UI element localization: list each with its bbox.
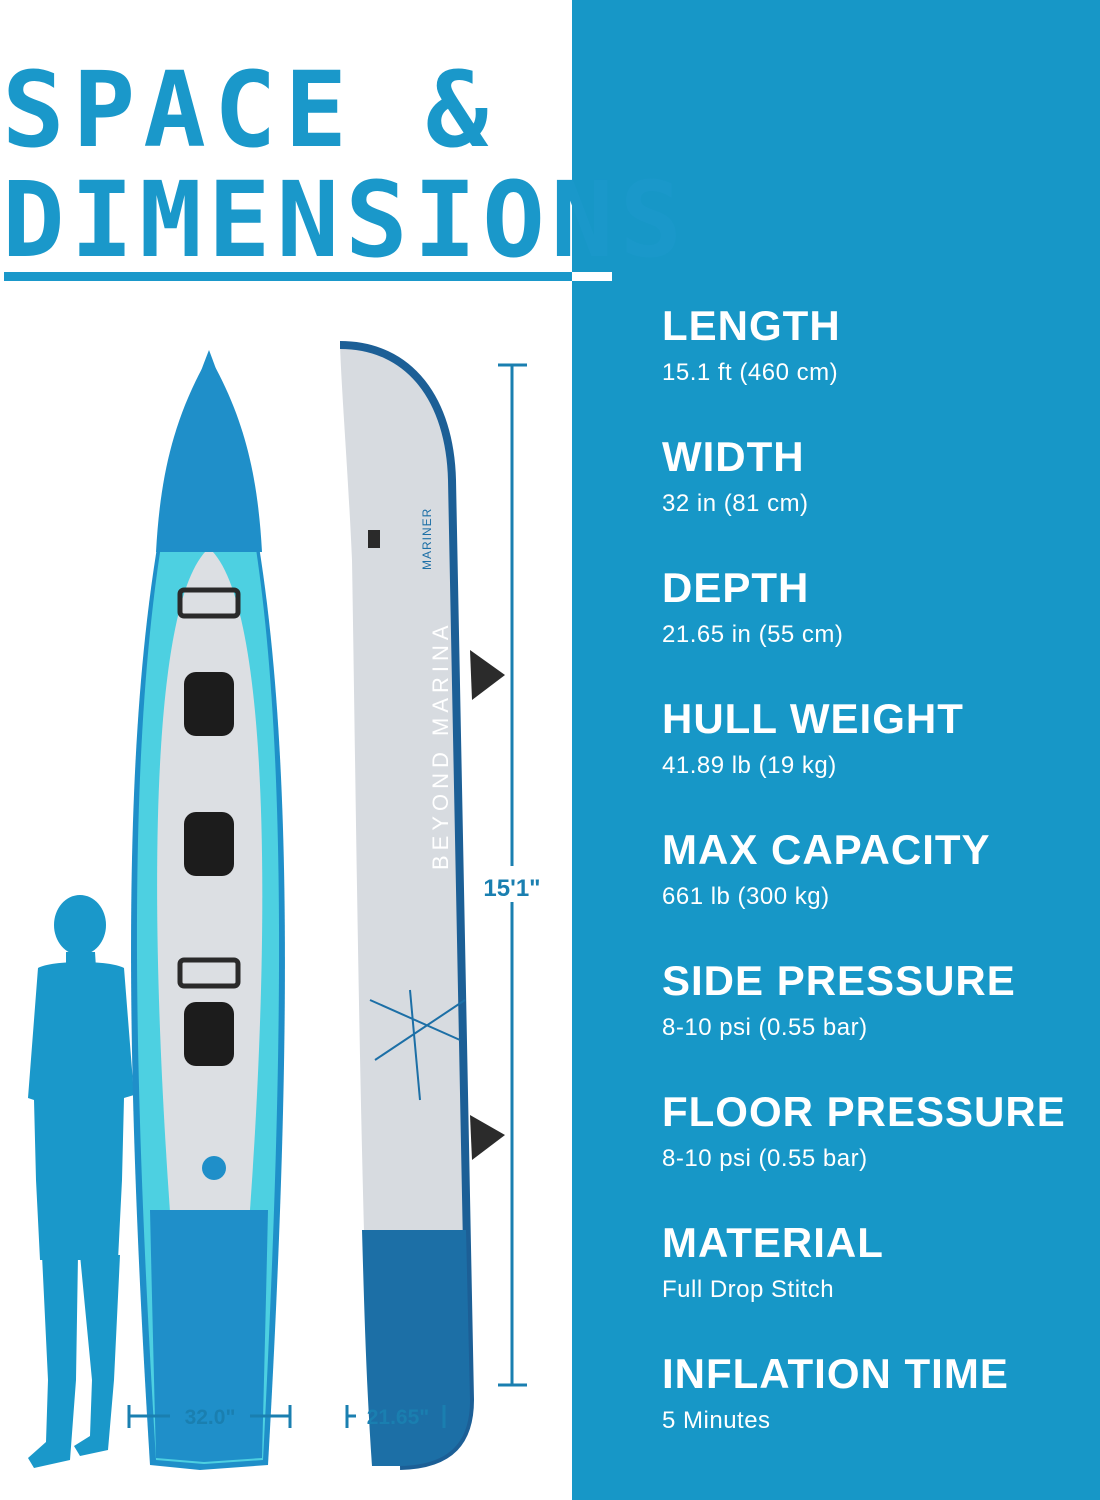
spec-label: LENGTH (662, 302, 841, 349)
spec-value: 8-10 psi (0.55 bar) (662, 1145, 868, 1172)
person-silhouette-icon (28, 895, 134, 1468)
spec-side-pressure: SIDE PRESSURE 8-10 psi (0.55 bar) (662, 960, 1016, 1040)
spec-value: 661 lb (300 kg) (662, 883, 830, 910)
width-label: 32.0" (185, 1406, 236, 1429)
kayak-top-view (131, 350, 285, 1470)
spec-label: WIDTH (662, 433, 805, 480)
spec-value: 15.1 ft (460 cm) (662, 359, 839, 386)
spec-value: 21.65 in (55 cm) (662, 621, 844, 648)
length-label: 15'1" (483, 875, 540, 902)
spec-label: DEPTH (662, 564, 810, 611)
length-dimension: 15'1" (483, 363, 541, 1387)
spec-value: 8-10 psi (0.55 bar) (662, 1014, 868, 1041)
model-text: MARINER (420, 508, 434, 570)
spec-width: WIDTH 32 in (81 cm) (662, 436, 809, 516)
spec-material: MATERIAL Full Drop Stitch (662, 1222, 884, 1302)
title-underline (4, 272, 612, 281)
depth-label: 21.65" (367, 1406, 430, 1429)
spec-length: LENGTH 15.1 ft (460 cm) (662, 305, 841, 385)
spec-label: HULL WEIGHT (662, 695, 964, 742)
spec-value: 32 in (81 cm) (662, 490, 809, 517)
spec-label: SIDE PRESSURE (662, 957, 1016, 1004)
spec-label: FLOOR PRESSURE (662, 1088, 1066, 1135)
spec-inflation-time: INFLATION TIME 5 Minutes (662, 1353, 1009, 1433)
width-dimension: 32.0" (127, 1405, 292, 1429)
spec-value: 41.89 lb (19 kg) (662, 752, 837, 779)
depth-dimension: 21.65" (345, 1405, 446, 1429)
spec-depth: DEPTH 21.65 in (55 cm) (662, 567, 843, 647)
spec-label: MAX CAPACITY (662, 826, 991, 873)
kayak-illustration: BEYOND MARINA MARINER 15'1" 32.0" 21.65" (28, 341, 541, 1470)
spec-value: 5 Minutes (662, 1407, 771, 1434)
spec-max-capacity: MAX CAPACITY 661 lb (300 kg) (662, 829, 991, 909)
spec-panel (572, 0, 1100, 1500)
spec-hull-weight: HULL WEIGHT 41.89 lb (19 kg) (662, 698, 964, 778)
kayak-side-view: BEYOND MARINA MARINER (339, 341, 505, 1470)
spec-value: Full Drop Stitch (662, 1276, 835, 1303)
spec-label: INFLATION TIME (662, 1350, 1009, 1397)
page-title-line-2: DIMENSIONS (2, 159, 689, 281)
spec-floor-pressure: FLOOR PRESSURE 8-10 psi (0.55 bar) (662, 1091, 1066, 1171)
spec-label: MATERIAL (662, 1219, 884, 1266)
page-title-line-1: SPACE & (2, 49, 497, 171)
title-underline-panel-segment (572, 272, 612, 281)
brand-text: BEYOND MARINA (428, 620, 453, 870)
